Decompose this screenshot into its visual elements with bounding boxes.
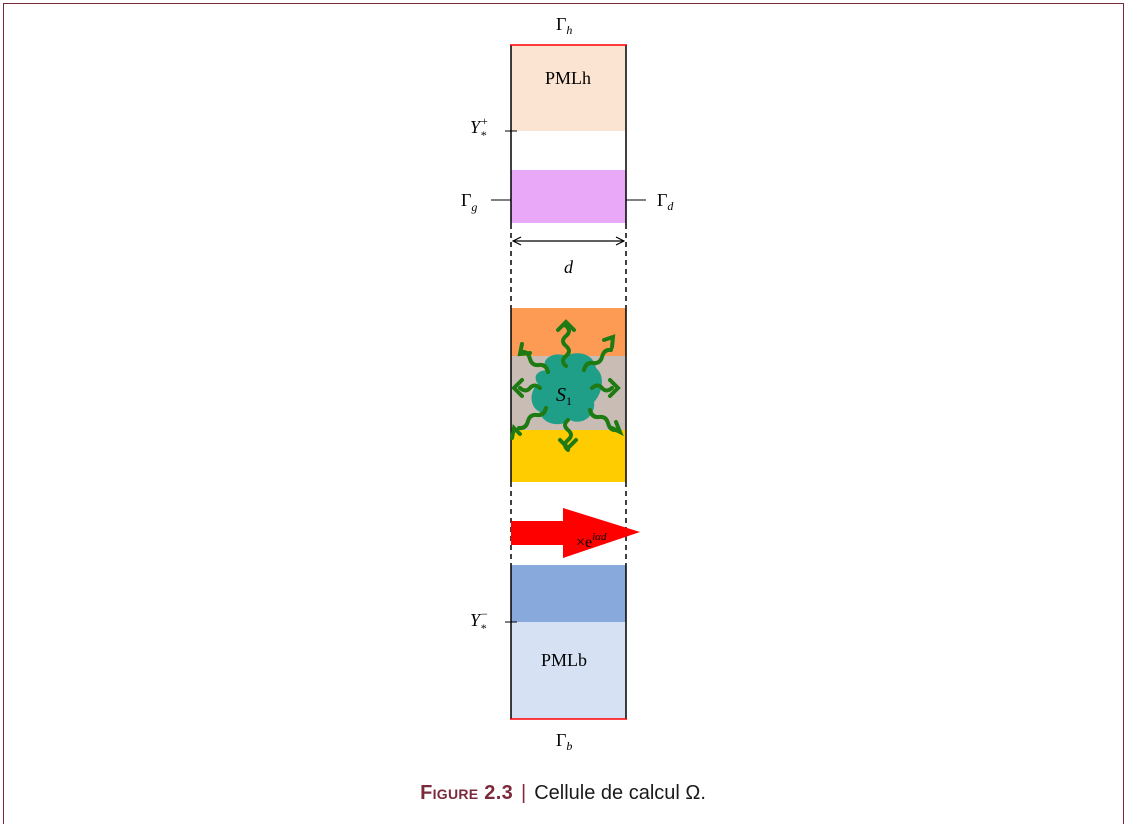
- pml-top-region: [511, 45, 626, 131]
- figure-caption: Figure 2.3 | Cellule de calcul Ω.: [0, 782, 1126, 805]
- right-boundary-label: Γd: [657, 190, 674, 213]
- left-boundary-label: Γg: [461, 190, 477, 214]
- y-minus-label: Y−*: [470, 607, 488, 635]
- caption-separator: |: [521, 782, 527, 804]
- pml-top-label: PMLh: [545, 68, 591, 88]
- period-label: d: [564, 257, 574, 277]
- phase-factor-label: ×eiαd: [576, 531, 607, 551]
- top-boundary-label: Γh: [556, 14, 572, 37]
- figure-number: Figure 2.3: [420, 782, 513, 804]
- bottom-boundary-label: Γb: [556, 730, 572, 753]
- y-plus-label: Y+*: [470, 114, 488, 142]
- propagation-arrow: [511, 508, 640, 558]
- cell-walls: [510, 45, 627, 719]
- figure-frame: [3, 3, 1124, 824]
- blue-layer: [511, 565, 626, 622]
- computational-cell-diagram: Γh Γb Γg Γd Y+* Y−* d PMLh PMLb S1 ×eiαd: [461, 14, 674, 753]
- scattered-waves: [510, 319, 624, 452]
- scatterer-label: S1: [556, 384, 572, 408]
- caption-text: Cellule de calcul Ω.: [534, 782, 706, 804]
- violet-layer: [511, 170, 626, 223]
- pml-bottom-label: PMLb: [541, 650, 587, 670]
- pml-bottom-region: [511, 622, 626, 719]
